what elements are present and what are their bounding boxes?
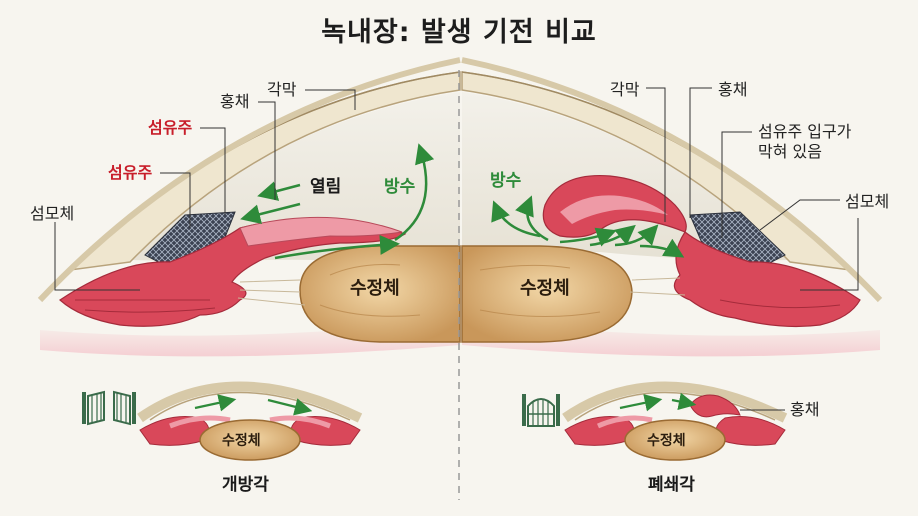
left-label-iris: 홍채 [220, 92, 250, 111]
mini-open-lens [199, 419, 301, 461]
right-label-cornea: 각막 [610, 80, 640, 99]
left-arrow-flow-2 [240, 202, 301, 224]
right-label-blocked-line2: 막혀 있음 [758, 142, 822, 161]
right-label-iris: 홍채 [718, 80, 748, 99]
left-label-aqueous: 방수 [384, 177, 416, 197]
right-label-blocked-line1: 섬유주 입구가 [758, 122, 852, 141]
right-label-lens: 수정체 [520, 278, 570, 299]
page-title: 녹내장: 발생 기전 비교 [321, 17, 597, 48]
left-label-open: 열림 [310, 177, 342, 197]
left-label-ciliary-body: 섬모체 [30, 204, 75, 223]
open-gate-icon [82, 390, 136, 426]
caption-open-angle: 개방각 [222, 475, 269, 495]
mini-closed-lens [624, 419, 726, 461]
left-panel [37, 57, 461, 357]
mini-open-lens-label: 수정체 [222, 433, 261, 449]
caption-closed-angle: 폐쇄각 [648, 475, 695, 495]
mini-closed-angle [522, 381, 788, 461]
mini-open-angle [82, 381, 363, 461]
left-lens [299, 245, 461, 343]
left-label-trabecular-1: 섬유주 [148, 118, 193, 137]
right-label-aqueous: 방수 [490, 171, 522, 191]
mini-closed-lens-label: 수정체 [647, 433, 686, 449]
left-label-cornea: 각막 [267, 80, 297, 99]
left-label-lens: 수정체 [350, 278, 400, 299]
left-arrow-flow-3 [257, 181, 301, 201]
closed-gate-icon [522, 394, 560, 427]
left-label-trabecular-2: 섬유주 [108, 163, 153, 182]
right-arrow-aqueous [491, 200, 541, 238]
mini-closed-iris-label: 홍채 [790, 400, 820, 419]
left-arrow-flow-1 [274, 234, 400, 260]
left-iris [239, 216, 403, 247]
mini-closed-iris-bulge [689, 394, 741, 418]
right-panel [461, 57, 883, 357]
right-ciliary-tissue [673, 231, 861, 328]
right-label-ciliary-body: 섬모체 [845, 192, 890, 211]
left-arrow-aqueous [394, 143, 435, 242]
